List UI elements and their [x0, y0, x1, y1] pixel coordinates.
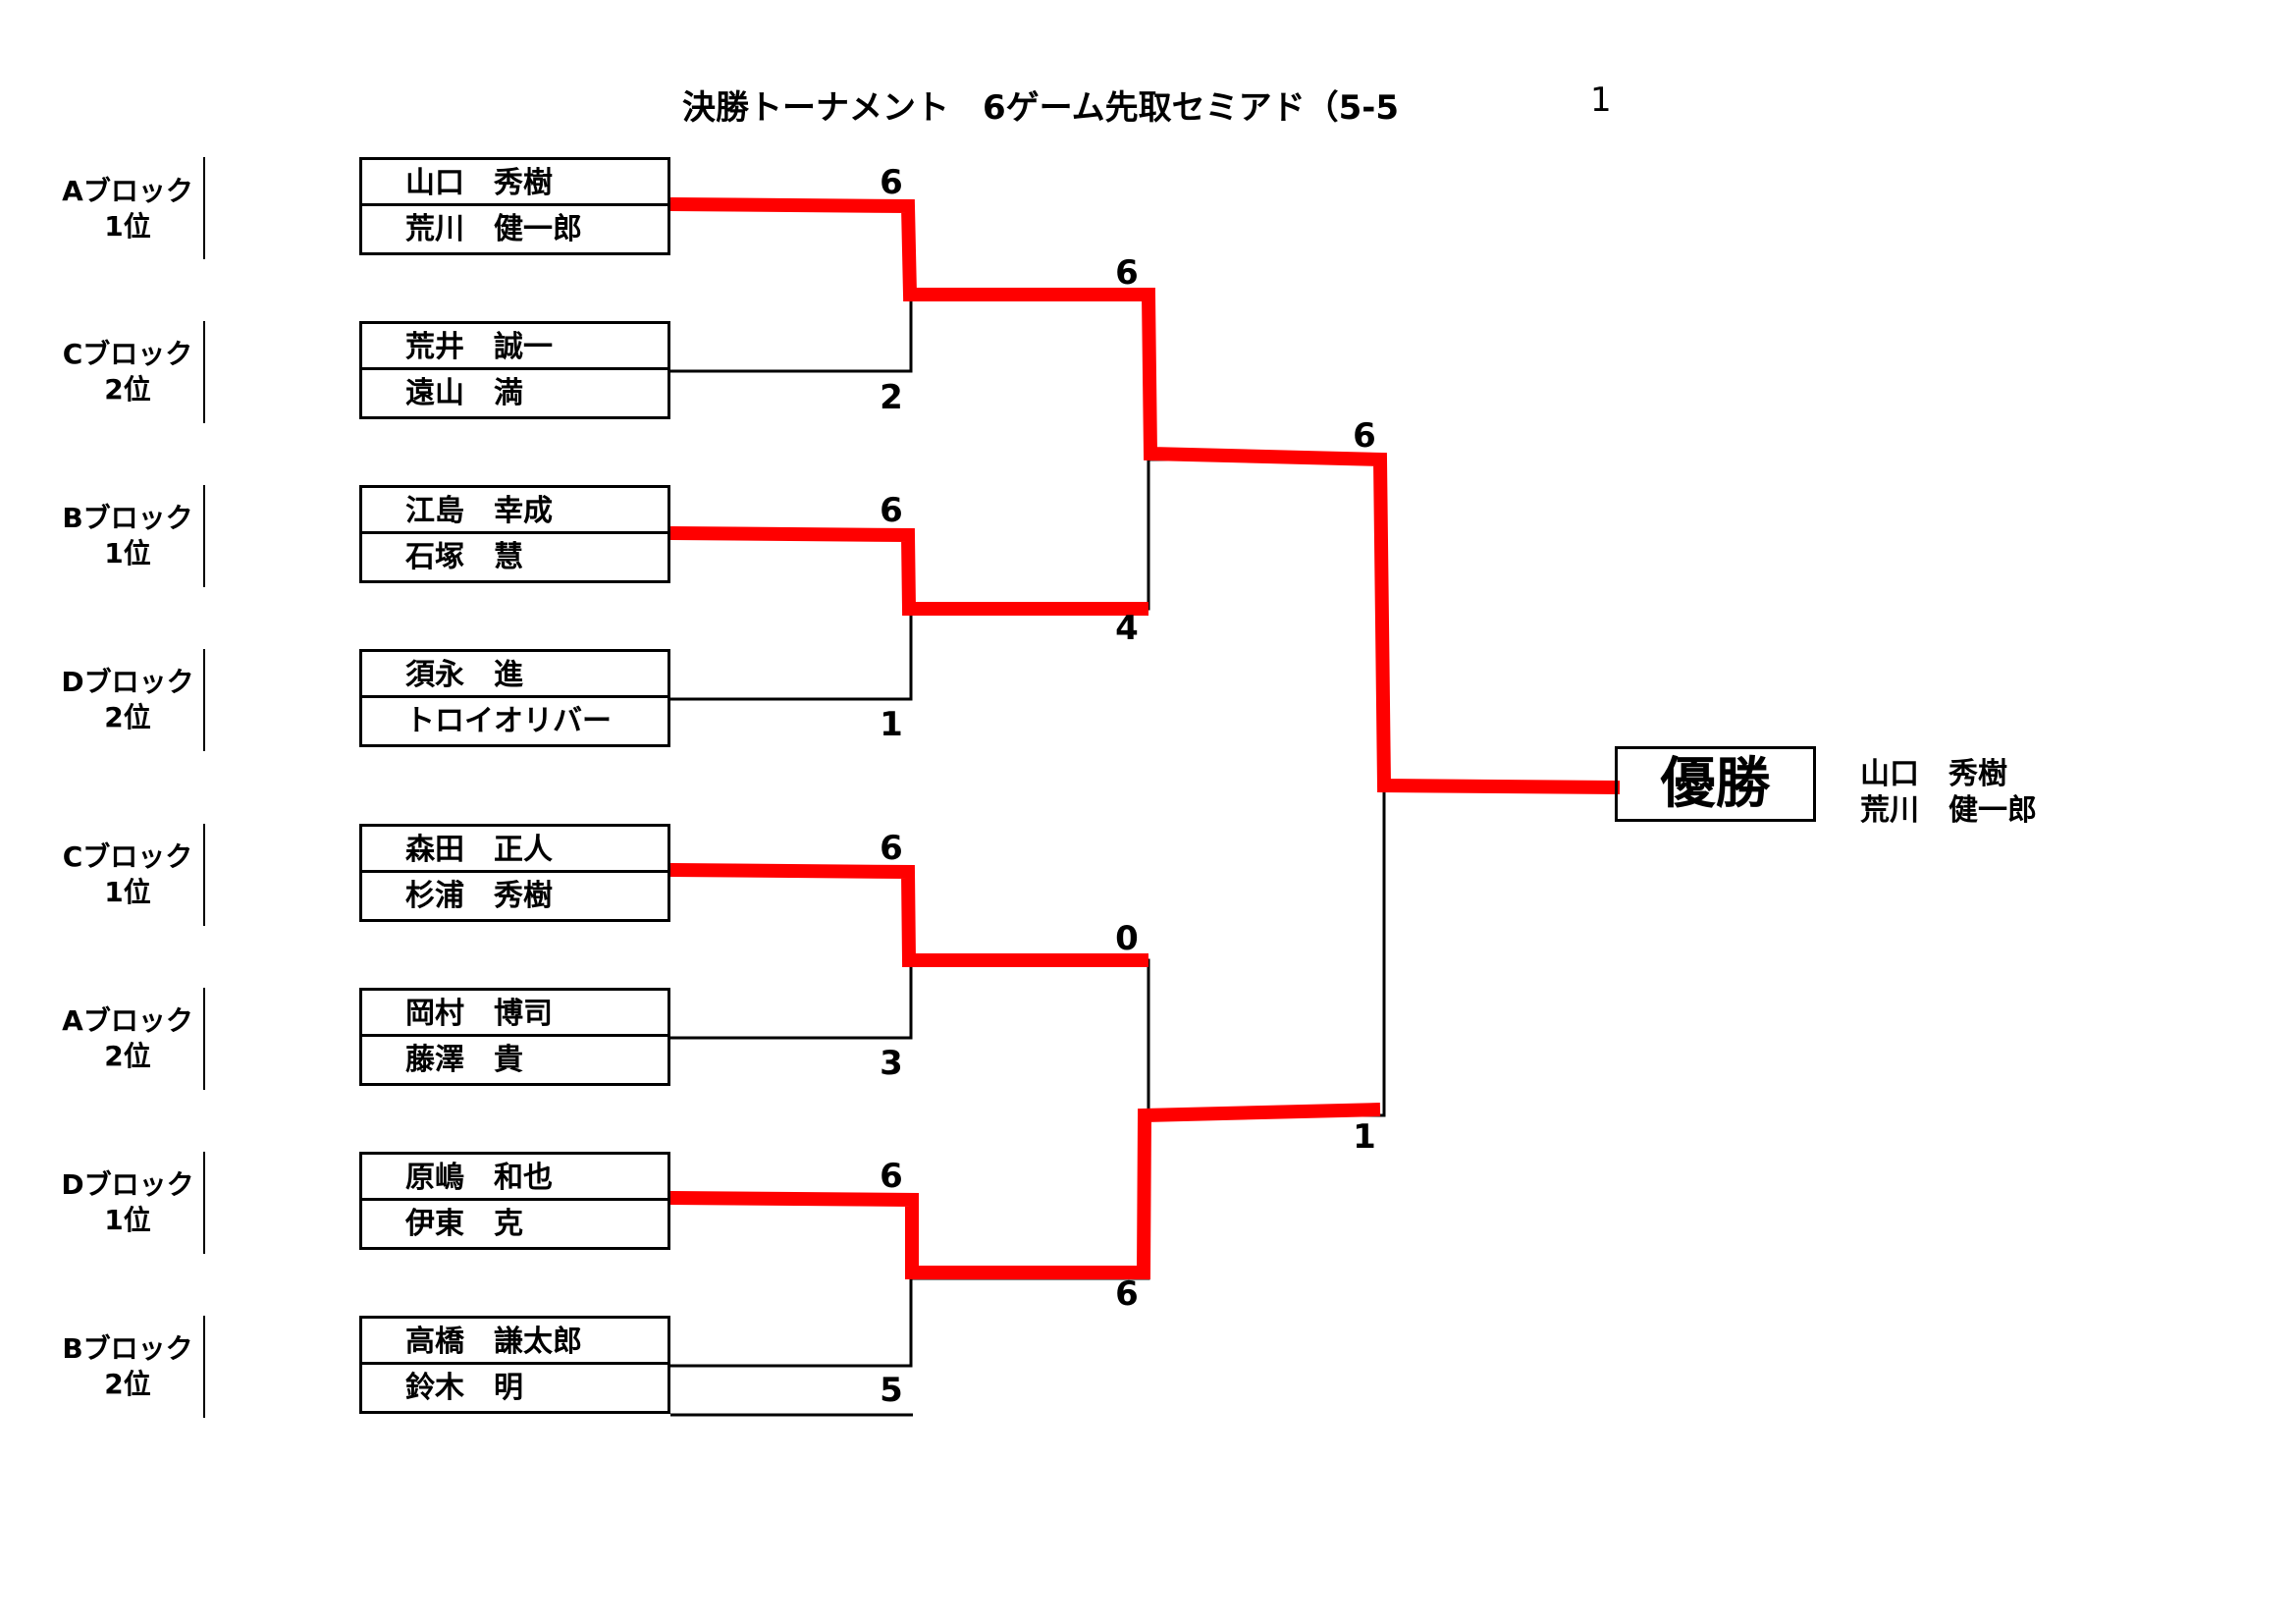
seed-divider: [203, 1316, 205, 1418]
score-label: 6: [880, 491, 903, 530]
bracket-line: [1148, 458, 1386, 1117]
score-label: 0: [1115, 919, 1139, 958]
seed-divider: [203, 485, 205, 587]
seed-divider: [203, 1152, 205, 1254]
bracket-black-lines: [670, 205, 1386, 1417]
seed-divider: [203, 649, 205, 751]
pair-box: 山口 秀樹荒川 健一郎: [359, 157, 670, 255]
player-name: トロイオリバー: [405, 704, 612, 738]
seed-rank: 1位: [104, 537, 151, 569]
player-name: 伊東 克: [405, 1207, 523, 1241]
seed-block: Dブロック: [61, 666, 194, 698]
pair-box: 須永 進トロイオリバー: [359, 649, 670, 747]
pair-box: 森田 正人杉浦 秀樹: [359, 824, 670, 922]
bracket-line: [911, 958, 1150, 1280]
seed-divider: [203, 988, 205, 1090]
winner-path: [669, 863, 1148, 967]
seed-block: Aブロック: [62, 175, 193, 207]
seed-divider: [203, 824, 205, 926]
pair-box: 原嶋 和也伊東 克: [359, 1152, 670, 1250]
winner-path: [669, 526, 1148, 616]
seed-divider: [203, 157, 205, 259]
player-name: 荒井 誠一: [362, 324, 667, 370]
bracket-line: [670, 205, 913, 373]
player-name: 須永 進: [362, 652, 667, 698]
bracket-winner-lines: [669, 197, 1621, 1279]
score-label: 6: [1115, 253, 1139, 293]
score-label: 6: [1115, 1274, 1139, 1314]
seed-rank: 1位: [104, 210, 151, 243]
player-name: 藤澤 貴: [405, 1043, 523, 1077]
champion-box: 優勝: [1615, 746, 1816, 822]
winner-path: [669, 197, 1621, 794]
score-label: 6: [880, 829, 903, 868]
bracket-line: [670, 872, 913, 1040]
seed-block: Dブロック: [61, 1168, 194, 1201]
score-label: 5: [880, 1371, 903, 1410]
score-label: 1: [880, 705, 903, 744]
bracket-line: [911, 293, 1150, 611]
seed-block: Bブロック: [62, 1332, 193, 1365]
player-name: 岡村 博司: [362, 991, 667, 1037]
seed-rank: 2位: [104, 1040, 151, 1072]
player-name: 江島 幸成: [362, 488, 667, 534]
player-name: 高橋 謙太郎: [362, 1319, 667, 1365]
score-label: 2: [880, 378, 903, 417]
player-name: 鈴木 明: [405, 1371, 523, 1405]
score-label: 3: [880, 1044, 903, 1083]
pair-box: 江島 幸成石塚 慧: [359, 485, 670, 583]
pair-box: 岡村 博司藤澤 貴: [359, 988, 670, 1086]
bracket-line: [670, 1200, 913, 1368]
score-label: 6: [880, 163, 903, 202]
score-label: 4: [1115, 609, 1139, 648]
seed-rank: 2位: [104, 373, 151, 406]
seed-block: Cブロック: [62, 840, 193, 873]
score-label: 6: [1353, 416, 1376, 456]
page-number: 1: [1590, 81, 1612, 120]
player-name: 遠山 満: [405, 376, 523, 410]
score-label: 1: [1353, 1117, 1376, 1157]
tournament-title: 決勝トーナメント 6ゲーム先取セミアド（5-5: [682, 88, 1400, 128]
pair-box: 高橋 謙太郎鈴木 明: [359, 1316, 670, 1414]
bracket-line: [670, 533, 913, 701]
score-label: 6: [880, 1157, 903, 1196]
player-name: 杉浦 秀樹: [405, 879, 553, 913]
player-name: 原嶋 和也: [362, 1155, 667, 1201]
seed-rank: 1位: [104, 876, 151, 908]
seed-divider: [203, 321, 205, 423]
player-name: 石塚 慧: [405, 540, 523, 574]
seed-rank: 2位: [104, 1368, 151, 1400]
seed-block: Bブロック: [62, 502, 193, 534]
seed-rank: 2位: [104, 701, 151, 733]
seed-block: Aブロック: [62, 1004, 193, 1037]
winner-path: [669, 1103, 1381, 1279]
player-name: 山口 秀樹: [362, 160, 667, 206]
champion-name: 山口 秀樹: [1860, 757, 2007, 791]
player-name: 荒川 健一郎: [405, 212, 582, 246]
player-name: 森田 正人: [362, 827, 667, 873]
seed-block: Cブロック: [62, 338, 193, 370]
seed-rank: 1位: [104, 1204, 151, 1236]
champion-name: 荒川 健一郎: [1860, 793, 2037, 828]
pair-box: 荒井 誠一遠山 満: [359, 321, 670, 419]
